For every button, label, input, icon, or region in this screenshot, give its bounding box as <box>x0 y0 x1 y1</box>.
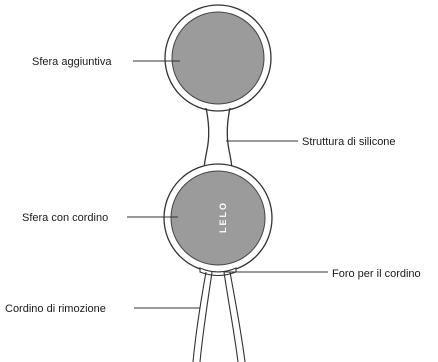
label-foro-cordino: Foro per il cordino <box>332 268 421 280</box>
label-cordino-rimozione: Cordino di rimozione <box>5 303 106 315</box>
removal-cord <box>192 271 246 362</box>
label-sfera-con-cordino: Sfera con cordino <box>22 212 109 224</box>
lower-sphere <box>170 170 266 266</box>
upper-sphere <box>171 11 265 105</box>
silicone-neck <box>203 107 233 171</box>
label-sfera-aggiuntiva: Sfera aggiuntiva <box>32 56 112 68</box>
lelo-logo: LELO <box>218 201 228 233</box>
label-struttura-silicone: Struttura di silicone <box>302 136 396 148</box>
